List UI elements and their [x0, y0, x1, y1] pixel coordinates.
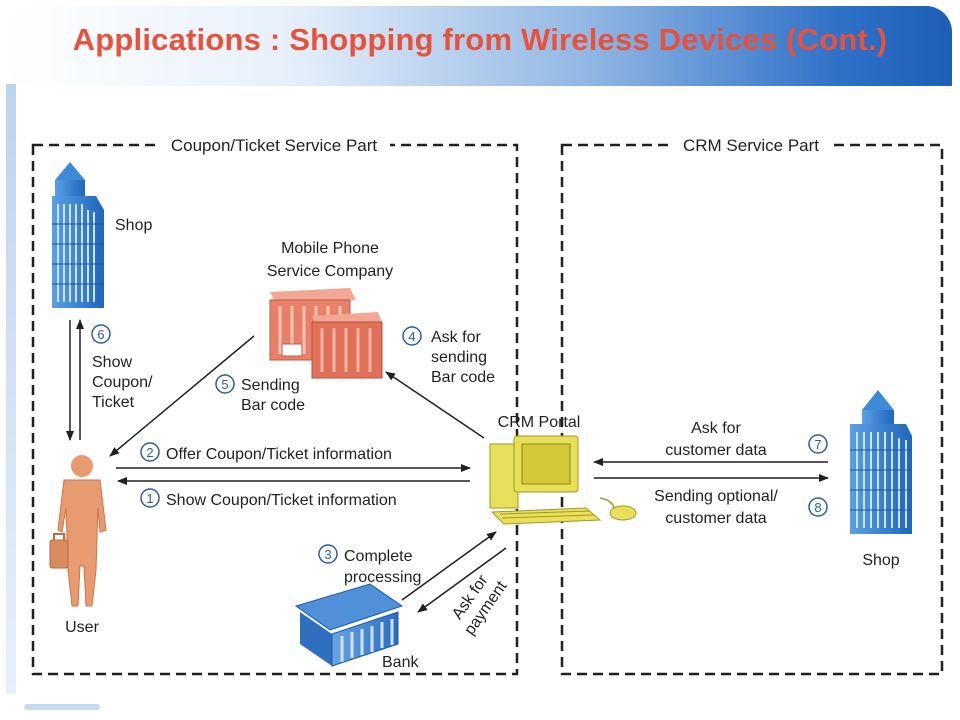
step-circle-7: 7 — [808, 434, 828, 454]
arrow-ask-payment — [417, 547, 507, 613]
step-1-label: Show Coupon/Ticket information — [166, 492, 397, 509]
bank-building-icon — [294, 583, 404, 667]
step-5-label-line2: Bar code — [241, 397, 305, 414]
step-3-label-line1: Complete — [344, 548, 413, 565]
svg-text:1: 1 — [146, 491, 153, 506]
step-circle-5: 5 — [215, 374, 235, 394]
shop-left-label: Shop — [115, 217, 152, 234]
step-2-label: Offer Coupon/Ticket information — [166, 446, 392, 463]
step-6-label-line3: Ticket — [92, 394, 135, 411]
step-circle-8: 8 — [808, 497, 828, 517]
step-8-label-line1: Sending optional/ — [654, 488, 778, 505]
bottom-decor-rail — [24, 704, 100, 710]
shop-left-building-icon — [52, 162, 104, 308]
svg-text:2: 2 — [146, 445, 153, 460]
step-circle-4: 4 — [402, 326, 422, 346]
user-person-icon — [49, 455, 107, 607]
mobile-company-label-line2: Service Company — [267, 263, 393, 280]
step-6-label-line1: Show — [92, 354, 132, 371]
coupon-section-label: Coupon/Ticket Service Part — [171, 136, 378, 155]
step-circle-2: 2 — [140, 442, 160, 462]
arrow-ask-barcode — [385, 371, 485, 439]
step-circle-6: 6 — [91, 324, 111, 344]
step-4-label-line1: Ask for — [431, 329, 481, 346]
svg-text:8: 8 — [814, 500, 821, 515]
step-6-label-line2: Coupon/ — [92, 374, 153, 391]
step-5-label-line1: Sending — [241, 377, 300, 394]
slide-title: Applications : Shopping from Wireless De… — [72, 22, 888, 57]
svg-text:4: 4 — [408, 329, 415, 344]
step-circle-1: 1 — [140, 488, 160, 508]
step-4-label-line3: Bar code — [431, 369, 495, 386]
svg-text:3: 3 — [324, 547, 331, 562]
shop-right-label: Shop — [862, 552, 899, 569]
svg-text:7: 7 — [814, 437, 821, 452]
step-8-label-line2: customer data — [665, 510, 766, 527]
title-bar — [6, 6, 952, 86]
arrow-complete-processing — [401, 531, 497, 601]
mobile-company-label-line1: Mobile Phone — [281, 240, 379, 257]
crm-computer-icon — [489, 435, 637, 525]
crm-portal-label: CRM Portal — [498, 414, 581, 431]
ask-payment-label: Ask for payment — [449, 572, 511, 639]
svg-text:5: 5 — [221, 377, 228, 392]
shop-right-building-icon — [850, 390, 912, 534]
crm-section-label: CRM Service Part — [683, 136, 819, 155]
step-7-label-line1: Ask for — [691, 420, 741, 437]
user-label: User — [65, 619, 99, 636]
step-3-label-line2: processing — [344, 569, 421, 586]
mobile-company-building-icon — [269, 288, 383, 379]
left-decor-rail — [6, 84, 16, 694]
step-circle-3: 3 — [318, 544, 338, 564]
bank-label: Bank — [382, 654, 419, 671]
arrow-sending-barcode — [109, 335, 255, 457]
svg-text:6: 6 — [97, 327, 104, 342]
step-4-label-line2: sending — [431, 349, 487, 366]
crm-service-frame — [560, 143, 944, 676]
step-7-label-line2: customer data — [665, 442, 766, 459]
